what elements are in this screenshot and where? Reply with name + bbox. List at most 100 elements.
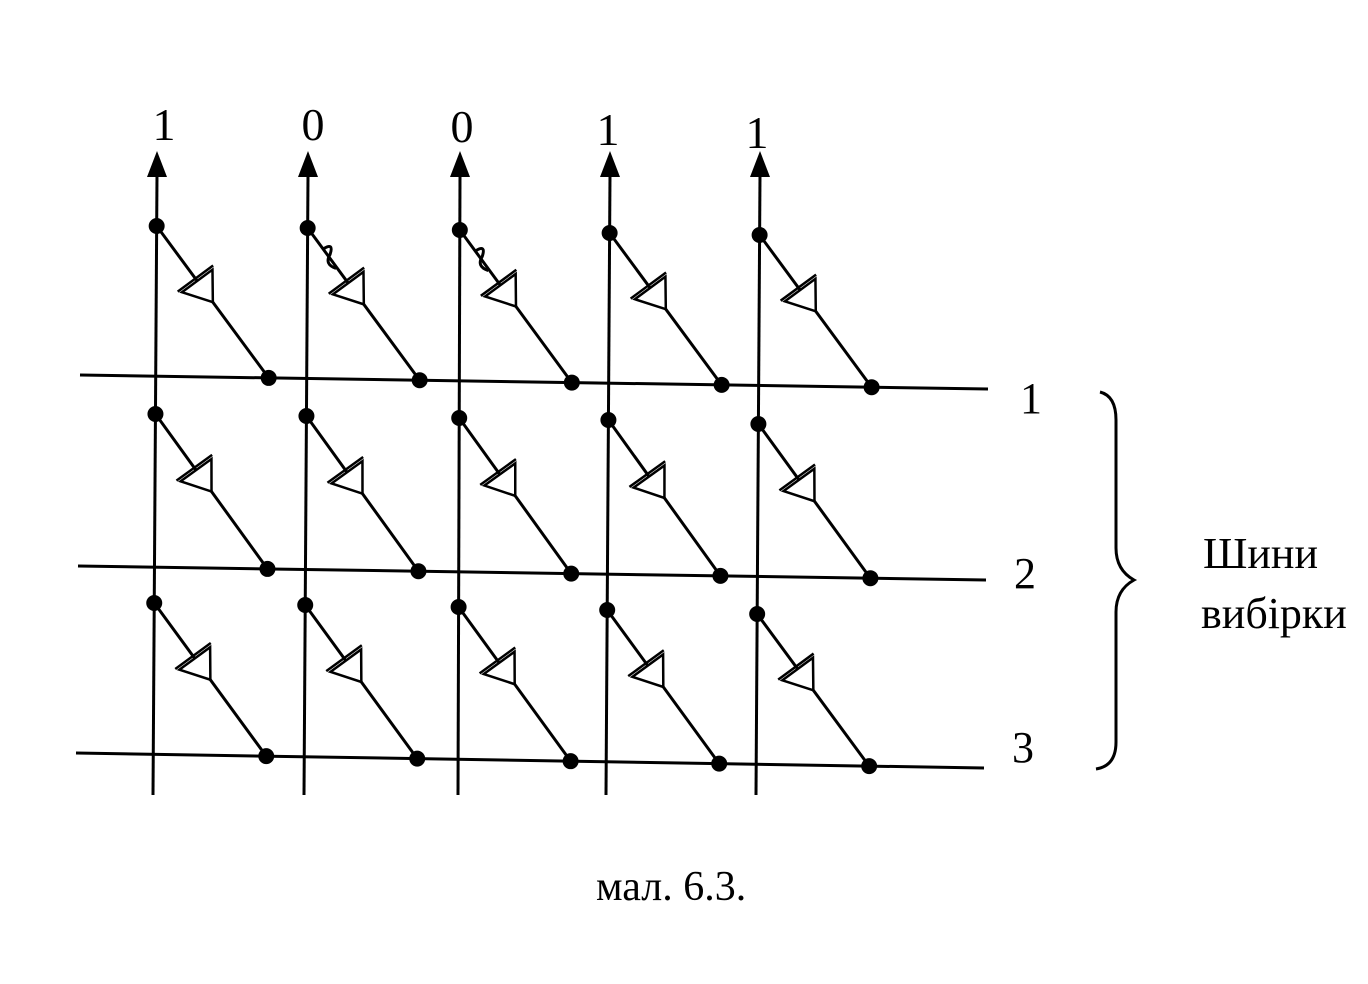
diode-symbol [330, 269, 366, 307]
junction-dot [599, 602, 616, 618]
junction-dot [563, 565, 580, 582]
diode-cells [146, 218, 880, 775]
word-line-2 [77, 564, 987, 582]
diode-bar [176, 264, 214, 293]
diode-bar [779, 273, 817, 302]
diode-cell [450, 599, 579, 770]
word-line-label: 3 [1012, 723, 1034, 772]
junction-dot [146, 595, 163, 611]
diode-cell [148, 218, 277, 386]
diode-symbol [327, 646, 363, 684]
diode-symbol [328, 458, 364, 496]
diode-symbol [179, 267, 215, 304]
diode-cell [601, 225, 730, 393]
diode-bar [325, 644, 363, 673]
diode-bar [627, 649, 665, 678]
junction-dot [451, 410, 468, 426]
junction-dot [451, 222, 468, 238]
diode-symbol [779, 655, 815, 693]
junction-dot [749, 606, 766, 622]
diode-bar [174, 642, 212, 671]
diode-symbol [629, 651, 665, 689]
diode-bar [480, 268, 518, 297]
diode-bar [175, 453, 213, 482]
arrow-head [147, 151, 167, 177]
diode-bar [326, 455, 364, 484]
junction-dot [148, 218, 165, 234]
diode-cell [751, 227, 880, 396]
bit-line-value: 0 [302, 99, 325, 150]
junction-dot [562, 753, 579, 770]
bit-line-1 [151, 174, 159, 796]
diode-bar [628, 460, 666, 488]
word-line-1 [79, 373, 989, 391]
diode-cell [297, 597, 426, 767]
diode-cell [600, 412, 729, 584]
bit-line-value: 1 [746, 107, 769, 158]
diode-cell [147, 406, 276, 577]
bus-group-label-line2: вибірки [1201, 589, 1347, 638]
junction-dot [411, 372, 428, 389]
junction-dot [600, 412, 617, 428]
diode-symbol [177, 456, 213, 494]
diode-bar [478, 646, 516, 675]
diode-cell [599, 602, 728, 772]
figure-caption: мал. 6.3. [596, 864, 746, 910]
diode-symbol [176, 644, 212, 682]
diode-bar [327, 266, 365, 295]
junction-dot [712, 567, 729, 584]
arrow-head [750, 151, 770, 177]
diode-bar [479, 458, 517, 486]
bus-group-brace [1095, 390, 1138, 771]
broken-link-mark [323, 244, 337, 270]
junction-dot [862, 570, 879, 587]
bit-line-4 [604, 174, 612, 796]
junction-dot [711, 755, 728, 772]
arrow-head [298, 151, 318, 177]
junction-dot [863, 379, 880, 396]
diode-symbol [632, 274, 668, 311]
diode-bar [777, 652, 815, 681]
word-line-label: 2 [1014, 549, 1036, 598]
bus-group-label-line1: Шини [1203, 529, 1318, 578]
junction-dot [299, 220, 316, 236]
arrow-head [600, 151, 620, 177]
diode-cell [146, 595, 275, 765]
diode-symbol [481, 649, 516, 686]
junction-dot [259, 560, 276, 577]
junction-dot [410, 563, 427, 580]
junction-dot [450, 599, 467, 615]
bit-line-value: 0 [451, 101, 474, 152]
bit-lines [147, 151, 770, 796]
diode-cell [299, 220, 428, 389]
diode-symbol [482, 271, 518, 309]
junction-dot [751, 227, 768, 243]
junction-dot [258, 748, 275, 765]
diode-bar [778, 463, 816, 492]
junction-dot [147, 406, 164, 422]
junction-dot [298, 408, 315, 424]
junction-dot [861, 758, 878, 775]
diode-symbol [630, 463, 666, 500]
junction-dot [563, 374, 580, 391]
arrow-head [450, 151, 470, 177]
diode-symbol [782, 276, 818, 314]
junction-dot [409, 750, 426, 767]
broken-link-mark [475, 247, 489, 272]
bit-line-value: 1 [153, 99, 176, 150]
junction-dot [260, 369, 277, 386]
bit-line-2 [302, 174, 310, 796]
diode-symbol [481, 460, 517, 498]
word-line-3 [75, 751, 985, 770]
bit-line-3 [456, 174, 462, 796]
word-lines [75, 373, 989, 770]
junction-dot [713, 376, 730, 393]
junction-dot [601, 225, 618, 241]
junction-dot [297, 597, 314, 613]
bit-line-5 [754, 174, 762, 796]
diode-cell [750, 416, 879, 587]
diode-cell [749, 606, 878, 775]
diode-symbol [780, 466, 816, 503]
